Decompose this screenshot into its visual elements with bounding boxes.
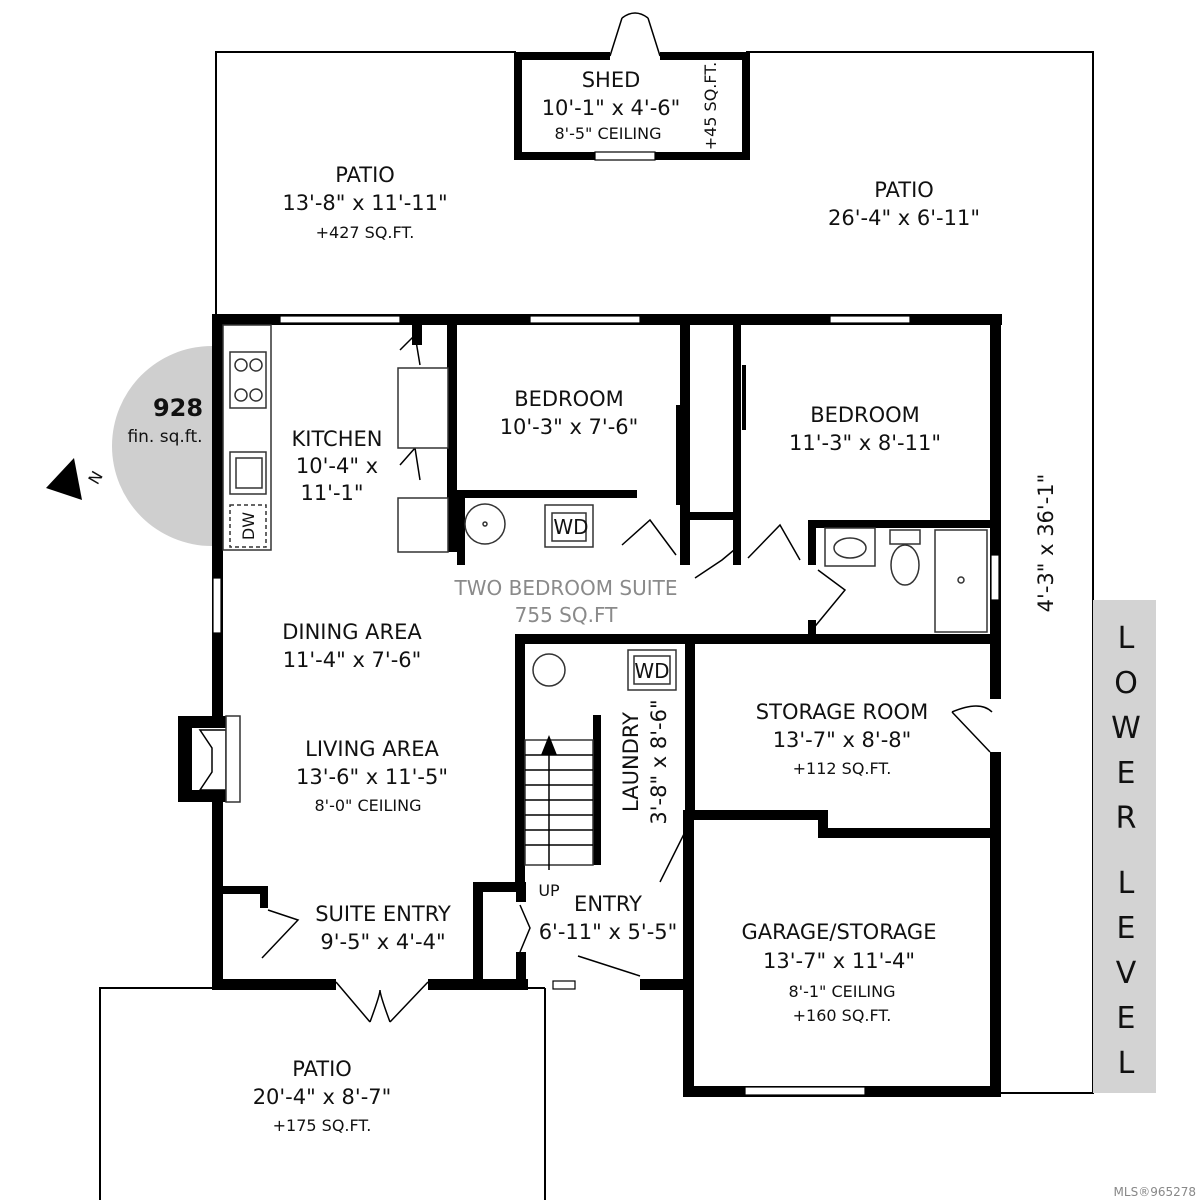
suite-entry-name: SUITE ENTRY xyxy=(315,902,451,926)
shed xyxy=(514,12,750,161)
patio-s-area: +175 SQ.FT. xyxy=(273,1116,372,1135)
shed-area: +45 SQ.FT. xyxy=(701,62,720,151)
stairs-up-label: UP xyxy=(538,881,560,900)
level-letter: O xyxy=(1114,666,1138,701)
level-letter: V xyxy=(1116,956,1137,991)
kitchen-name: KITCHEN xyxy=(292,427,383,451)
patio-nw-area: +427 SQ.FT. xyxy=(316,223,415,242)
patio-s-name: PATIO xyxy=(292,1057,352,1081)
shed-dims: 10'-1" x 4'-6" xyxy=(542,96,681,120)
area-badge: 928 fin. sq.ft. N xyxy=(46,346,212,546)
bedroom-1-dims: 10'-3" x 7'-6" xyxy=(500,415,639,439)
level-letter: R xyxy=(1116,801,1137,836)
wd-label-2: WD xyxy=(634,659,669,683)
suite-entry-dims: 9'-5" x 4'-4" xyxy=(320,930,445,954)
living-dims: 13'-6" x 11'-5" xyxy=(296,765,448,789)
dining-labels: DINING AREA 11'-4" x 7'-6" xyxy=(282,620,422,672)
bath-fixtures: WD WD xyxy=(464,503,988,691)
wd-label-1: WD xyxy=(553,515,588,539)
shed-labels: SHED 10'-1" x 4'-6" 8'-5" CEILING +45 SQ… xyxy=(542,62,720,151)
side-strip-dims: 4'-3" x 36'-1" xyxy=(1034,474,1058,613)
kitchen-labels: KITCHEN 10'-4" x 11'-1" xyxy=(292,427,383,505)
suite-entry-labels: SUITE ENTRY 9'-5" x 4'-4" xyxy=(315,902,451,954)
patio-nw-name: PATIO xyxy=(335,163,395,187)
garage-dims: 13'-7" x 11'-4" xyxy=(763,949,915,973)
level-letter: E xyxy=(1117,911,1136,946)
living-labels: LIVING AREA 13'-6" x 11'-5" 8'-0" CEILIN… xyxy=(296,737,448,815)
patio-nw-labels: PATIO 13'-8" x 11'-11" +427 SQ.FT. xyxy=(282,163,447,242)
level-letter: L xyxy=(1118,866,1135,901)
badge-area: 928 xyxy=(153,394,203,422)
suite-labels: TWO BEDROOM SUITE 755 SQ.FT xyxy=(454,576,678,627)
bedroom-2-name: BEDROOM xyxy=(810,403,920,427)
compass-north: N xyxy=(84,468,106,488)
patio-nw-dims: 13'-8" x 11'-11" xyxy=(282,191,447,215)
garage-area: +160 SQ.FT. xyxy=(793,1006,892,1025)
dishwasher-label: DW xyxy=(239,512,258,540)
bedroom-2-dims: 11'-3" x 8'-11" xyxy=(789,431,941,455)
badge-unit: fin. sq.ft. xyxy=(127,427,202,447)
storage-labels: STORAGE ROOM 13'-7" x 8'-8" +112 SQ.FT. xyxy=(756,700,928,778)
kitchen-dims-2: 11'-1" xyxy=(300,481,363,505)
bedroom-1-name: BEDROOM xyxy=(514,387,624,411)
storage-name: STORAGE ROOM xyxy=(756,700,928,724)
suite-area: 755 SQ.FT xyxy=(515,603,618,627)
interior-walls xyxy=(223,322,998,982)
laundry-name: LAUNDRY xyxy=(619,712,643,812)
patio-ne-name: PATIO xyxy=(874,178,934,202)
entry-name: ENTRY xyxy=(574,892,642,916)
living-ceiling: 8'-0" CEILING xyxy=(315,796,422,815)
patio-ne-labels: PATIO 26'-4" x 6'-11" xyxy=(828,178,980,230)
bedroom-1-labels: BEDROOM 10'-3" x 7'-6" xyxy=(500,387,639,439)
kitchen-fixtures: DW xyxy=(222,324,449,553)
patio-ne-dims: 26'-4" x 6'-11" xyxy=(828,206,980,230)
level-letter: E xyxy=(1117,756,1136,791)
kitchen-dims-1: 10'-4" x xyxy=(296,454,378,478)
level-label: L O W E R L E V E L xyxy=(1111,621,1141,1081)
patio-s-dims: 20'-4" x 8'-7" xyxy=(253,1085,392,1109)
garage-ceiling: 8'-1" CEILING xyxy=(789,982,896,1001)
suite-name: TWO BEDROOM SUITE xyxy=(454,576,678,600)
level-letter: E xyxy=(1117,1001,1136,1036)
garage-labels: GARAGE/STORAGE 13'-7" x 11'-4" 8'-1" CEI… xyxy=(742,920,937,1025)
stairs: UP xyxy=(524,735,594,900)
entry-dims: 6'-11" x 5'-5" xyxy=(539,920,678,944)
windows xyxy=(212,315,1000,1096)
level-strip xyxy=(1093,600,1156,1093)
level-letter: W xyxy=(1111,711,1141,746)
level-letter: L xyxy=(1118,1046,1135,1081)
storage-area: +112 SQ.FT. xyxy=(793,759,892,778)
entry-labels: ENTRY 6'-11" x 5'-5" xyxy=(539,892,678,944)
patio-s-labels: PATIO 20'-4" x 8'-7" +175 SQ.FT. xyxy=(253,1057,392,1135)
laundry-labels: LAUNDRY 3'-8" x 8'-6" xyxy=(619,699,671,824)
compass-arrow-icon xyxy=(46,458,82,500)
dining-name: DINING AREA xyxy=(282,620,422,644)
watermark: MLS®965278 xyxy=(1114,1185,1196,1199)
storage-dims: 13'-7" x 8'-8" xyxy=(773,728,912,752)
laundry-dims: 3'-8" x 8'-6" xyxy=(647,699,671,824)
level-letter: L xyxy=(1118,621,1135,656)
living-name: LIVING AREA xyxy=(305,737,439,761)
dining-dims: 11'-4" x 7'-6" xyxy=(283,648,422,672)
garage-name: GARAGE/STORAGE xyxy=(742,920,937,944)
shed-name: SHED xyxy=(582,68,641,92)
bedroom-2-labels: BEDROOM 11'-3" x 8'-11" xyxy=(789,403,941,455)
shed-ceiling: 8'-5" CEILING xyxy=(555,124,662,143)
